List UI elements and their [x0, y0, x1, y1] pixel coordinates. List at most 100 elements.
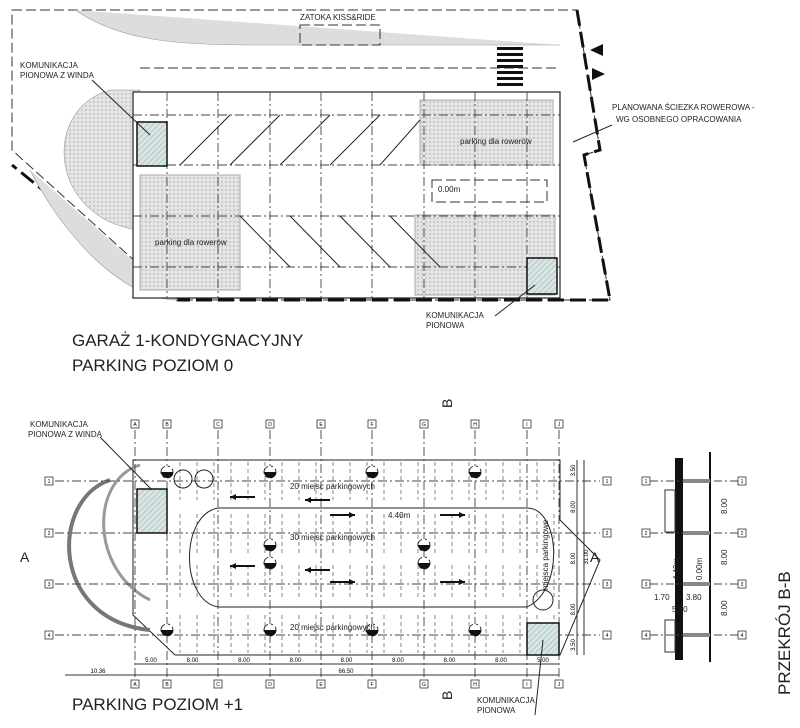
section-dim: 8.00: [720, 549, 729, 565]
elevation-label: 0.00m: [695, 557, 704, 580]
section-dim: 1.70: [654, 593, 670, 602]
side-spots-label: miejsca parkingowe: [541, 519, 550, 590]
grid-tag: [367, 419, 377, 429]
dimension-value: 8.00: [238, 658, 250, 664]
grid-column-label: C: [216, 422, 220, 428]
dimension-value: 8.00: [444, 658, 456, 664]
leader-line: [572, 124, 613, 143]
grid-tag: [641, 476, 651, 486]
plan-level-0: ZATOKA KISS&RIDE parking dl: [11, 9, 755, 375]
bike-parking-label: parking dla rowerów: [460, 137, 532, 146]
grid-row-label: 4: [645, 633, 648, 639]
stair-core: [526, 257, 558, 295]
grid-tag: [602, 528, 612, 538]
stair-label: PIONOWA: [426, 321, 465, 330]
grid-column-label: D: [268, 422, 272, 428]
grid-column-label: B: [165, 682, 169, 688]
section-dim: 8.00: [720, 498, 729, 514]
grid-tag: [470, 419, 480, 429]
grid-row-label: 3: [741, 582, 744, 588]
slab: [675, 458, 683, 660]
section-dim: 3.80: [686, 593, 702, 602]
section-a-marker: A: [590, 549, 600, 565]
grid-row-label: 2: [645, 531, 648, 537]
dimension-value: 5.00: [537, 658, 549, 664]
section-dim: 8.00: [720, 600, 729, 616]
dimension-total: 66.50: [338, 669, 354, 675]
grid-tag: [367, 679, 377, 689]
grid-tag: [641, 630, 651, 640]
pillar-fill: [161, 472, 173, 478]
stair-lift-core: [136, 121, 168, 167]
pillar-fill: [161, 630, 173, 636]
grid-tag: [522, 419, 532, 429]
grid-column-label: C: [216, 682, 220, 688]
grid-tag: [470, 679, 480, 689]
grid-column-label: G: [422, 682, 426, 688]
pillar-fill: [469, 472, 481, 478]
kiss-ride-bay: [299, 24, 381, 46]
grid-column-label: F: [370, 422, 373, 428]
grid-tag: [419, 679, 429, 689]
grid-tag: [602, 630, 612, 640]
pillar-fill: [418, 545, 430, 551]
grid-column-label: F: [370, 682, 373, 688]
row-bottom-label: 20 miejsc parkingowych: [290, 623, 375, 632]
dimension-value: 8.00: [571, 603, 577, 615]
car-outline: [664, 619, 676, 653]
bike-path-label: PLANOWANA ŚCIEZKA ROWEROWA -: [612, 103, 755, 112]
grid-column-label: D: [268, 682, 272, 688]
dimension-value: 3.50: [571, 639, 577, 651]
stair-lift-label: PIONOWA Z WINDA: [28, 430, 103, 439]
accessible-parking-icon: [173, 469, 193, 489]
grid-row-label: 2: [48, 531, 51, 537]
grid-row-label: 2: [606, 531, 609, 537]
grid-column-label: G: [422, 422, 426, 428]
grid-tag: [162, 679, 172, 689]
pillar-fill: [264, 545, 276, 551]
stair-label: PIONOWA: [477, 706, 516, 715]
traffic-arrows: [230, 494, 465, 585]
dimension-value: 3.50: [571, 464, 577, 476]
arrowhead-icon: [349, 512, 355, 518]
void-area: [431, 179, 548, 203]
grid-row-label: 1: [48, 479, 51, 485]
car-outline: [664, 489, 676, 533]
grid-row-label: 2: [741, 531, 744, 537]
row-mid-label: 30 miejsc parkingowych: [290, 533, 375, 542]
level-0-subtitle: PARKING POZIOM 0: [72, 356, 233, 375]
grid-column-label: H: [473, 422, 477, 428]
grid-tag: [130, 419, 140, 429]
pillar-fill: [418, 563, 430, 569]
row-top-label: 20 miejsc parkingowych: [290, 482, 375, 491]
angled-parking-stalls: [179, 114, 441, 268]
stair-label: KOMUNIKACJA: [477, 696, 535, 705]
accessible-parking-icon: [194, 469, 214, 489]
beam: [683, 633, 710, 637]
grid-tag: [44, 579, 54, 589]
grid-column-label: J: [558, 682, 561, 688]
pillar-fill: [366, 472, 378, 478]
elevation-label: 0.00m: [438, 185, 461, 194]
grid-tag: [641, 579, 651, 589]
arrowhead-icon: [305, 497, 311, 503]
grid-tag: [602, 476, 612, 486]
beam: [683, 582, 710, 586]
beam: [683, 479, 710, 483]
dimension-value: 8.00: [571, 501, 577, 513]
section-a-marker: A: [20, 549, 30, 565]
grid-tag: [162, 419, 172, 429]
pillar-fill: [264, 472, 276, 478]
grid-tag: [522, 679, 532, 689]
grid-tag: [265, 419, 275, 429]
arrowhead-icon: [459, 579, 465, 585]
stair-lift-label: KOMUNIKACJA: [30, 420, 88, 429]
grid-row-label: 4: [741, 633, 744, 639]
grid-tag: [641, 528, 651, 538]
arrowhead-icon: [349, 579, 355, 585]
grid-tag: [316, 679, 326, 689]
grid-tag: [602, 579, 612, 589]
